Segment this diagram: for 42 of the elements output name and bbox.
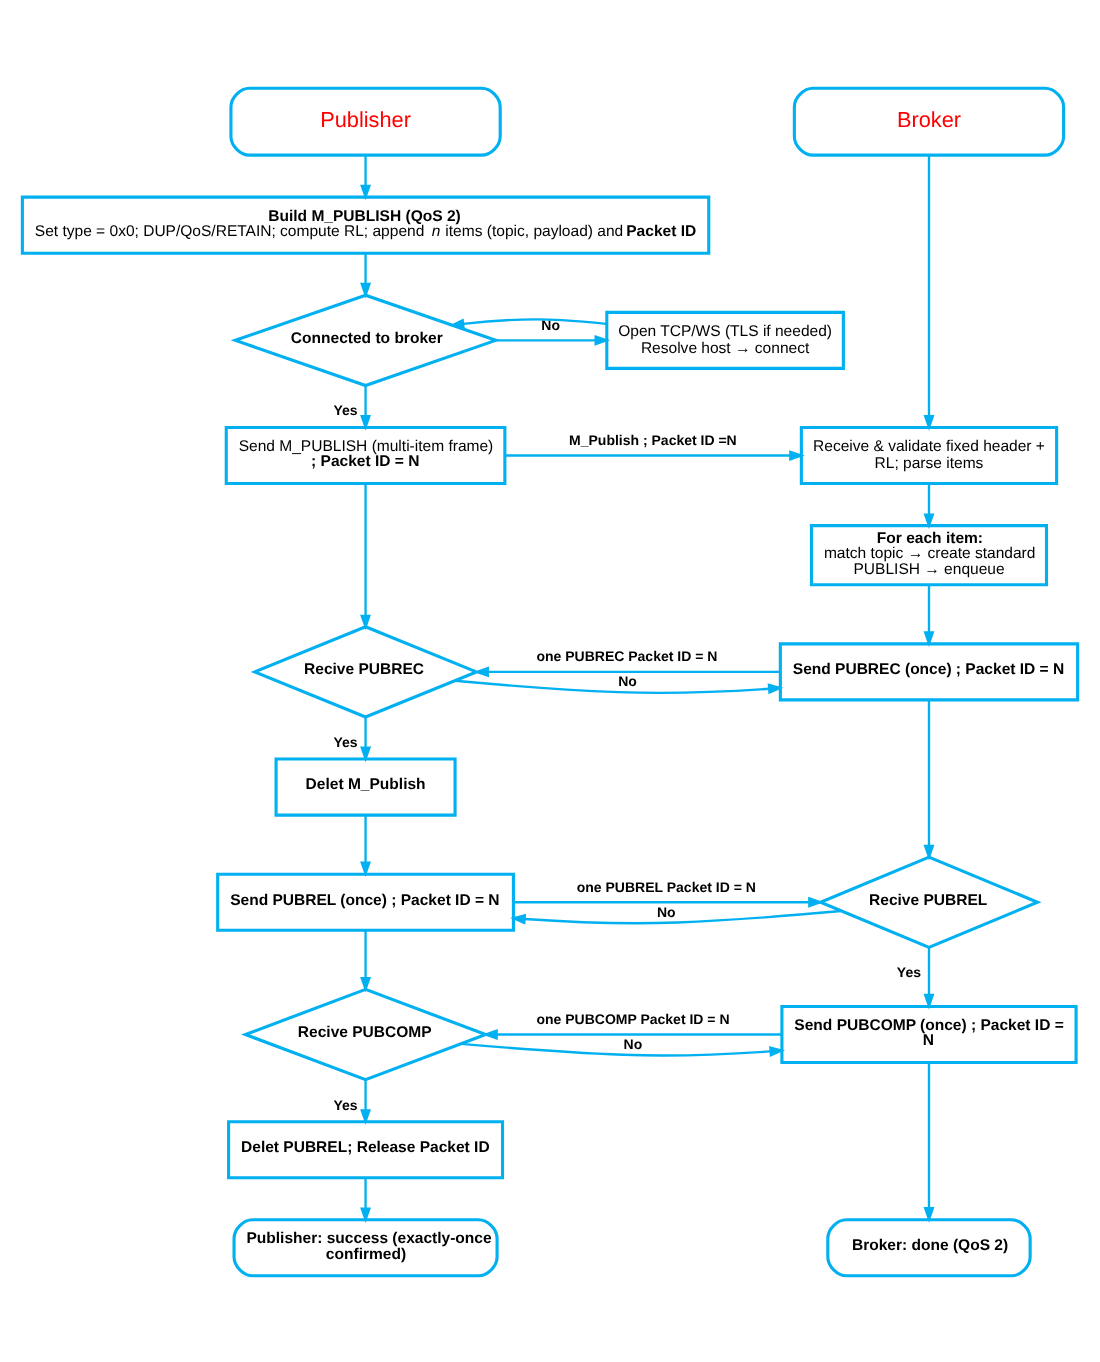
node-box: Publisher: success (exactly-once confirmed) [232,1217,499,1277]
arrow [923,946,935,1009]
arrow [360,1177,372,1223]
arrow [360,814,372,877]
arrow [923,583,935,646]
arrow [923,483,935,529]
node-diamond: Recive PUBCOMP [241,986,491,1081]
arrow [448,317,607,329]
arrow [360,252,372,298]
arrow [360,1078,372,1124]
node-box: Build M_PUBLISH (QoS 2) Set type = 0x0; DUP/QoS/RETAIN; compute RL; append n items (topic, payload) and Packet ID [20,194,711,254]
node-box: Send M_PUBLISH (multi-item frame) ; Packet ID = N [224,424,507,485]
node-diamond: Connected to broker [230,292,501,387]
arrow [495,333,611,345]
arrow [482,1028,782,1039]
arrow [360,154,372,200]
node-box: Send PUBREC (once) ; Packet ID = N [778,641,1080,701]
node-diamond: Recive PUBREC [250,624,481,718]
node-box: Broker: done (QoS 2) [826,1217,1032,1277]
node-box: Send PUBREL (once) ; Packet ID = N [216,871,515,931]
arrow [923,1061,935,1222]
node-box: Send PUBCOMP (once) ; Packet ID = N [780,1003,1078,1064]
arrow [510,908,842,924]
arrow [473,665,780,677]
arrow [923,698,935,860]
arrow [460,1041,786,1056]
node-box: Receive & validate fixed header + RL; parse items [799,424,1059,485]
arrow [360,716,372,762]
arrow [360,384,372,430]
node-box: Broker [792,85,1066,156]
node-diamond: Recive PUBREL [816,854,1042,949]
node-box: Delet M_Publish [274,756,457,816]
arrow [360,482,372,630]
arrow [360,929,372,992]
node-box: Delet PUBREL; Release Packet ID [227,1119,505,1179]
node-box: Open TCP/WS (TLS if needed) Resolve host → connect [605,309,845,369]
arrow [513,895,824,907]
node-box: Publisher [229,85,502,156]
node-box: For each item: match topic → create standard PUBLISH → enqueue [809,523,1049,586]
arrow [454,678,784,694]
arrow [505,449,805,460]
arrow [923,154,935,430]
